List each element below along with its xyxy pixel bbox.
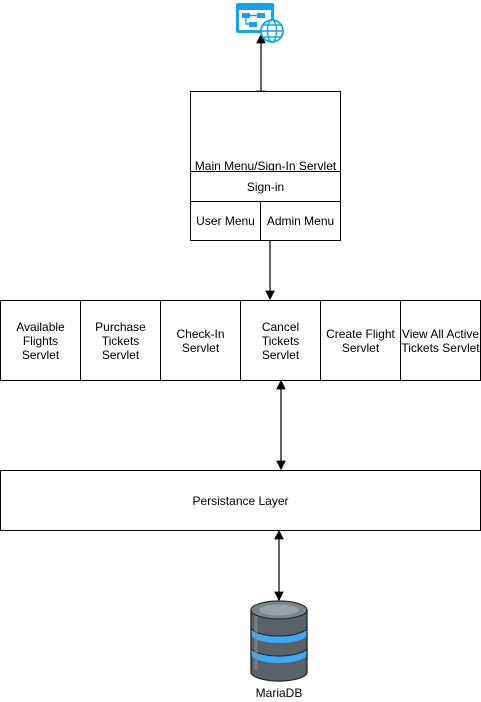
servlet-cancel-tickets: Cancel Tickets Servlet xyxy=(240,300,321,381)
servlet-label: Check-In Servlet xyxy=(176,326,225,355)
admin-menu-cell: Admin Menu xyxy=(260,201,341,241)
servlet-view-all-active-tickets: View All Active Tickets Servlet xyxy=(400,300,481,381)
servlet-label: Available Flights Servlet xyxy=(16,319,65,362)
signin-row: Sign-in xyxy=(190,171,341,202)
web-app-icon xyxy=(235,2,285,44)
servlet-create-flight: Create Flight Servlet xyxy=(320,300,401,381)
servlet-label: Create Flight Servlet xyxy=(326,326,395,355)
database-icon xyxy=(248,600,310,682)
signin-label: Sign-in xyxy=(246,179,285,194)
main-menu-servlet-box: Main Menu/Sign-In Servlet Sign-in User M… xyxy=(190,91,341,241)
persistence-layer-label: Persistance Layer xyxy=(192,493,289,508)
user-menu-label: User Menu xyxy=(196,214,255,228)
database-label: MariaDB xyxy=(255,686,303,700)
main-menu-title: Main Menu/Sign-In Servlet xyxy=(194,159,337,173)
persistence-layer-box: Persistance Layer xyxy=(0,470,481,531)
user-menu-cell: User Menu xyxy=(190,201,261,241)
servlet-label: Cancel Tickets Servlet xyxy=(261,319,300,362)
admin-menu-label: Admin Menu xyxy=(266,214,335,228)
servlet-purchase-tickets: Purchase Tickets Servlet xyxy=(80,300,161,381)
servlet-check-in: Check-In Servlet xyxy=(160,300,241,381)
servlet-label: Purchase Tickets Servlet xyxy=(95,319,146,362)
servlet-label: View All Active Tickets Servlet xyxy=(401,326,480,355)
servlet-available-flights: Available Flights Servlet xyxy=(0,300,81,381)
